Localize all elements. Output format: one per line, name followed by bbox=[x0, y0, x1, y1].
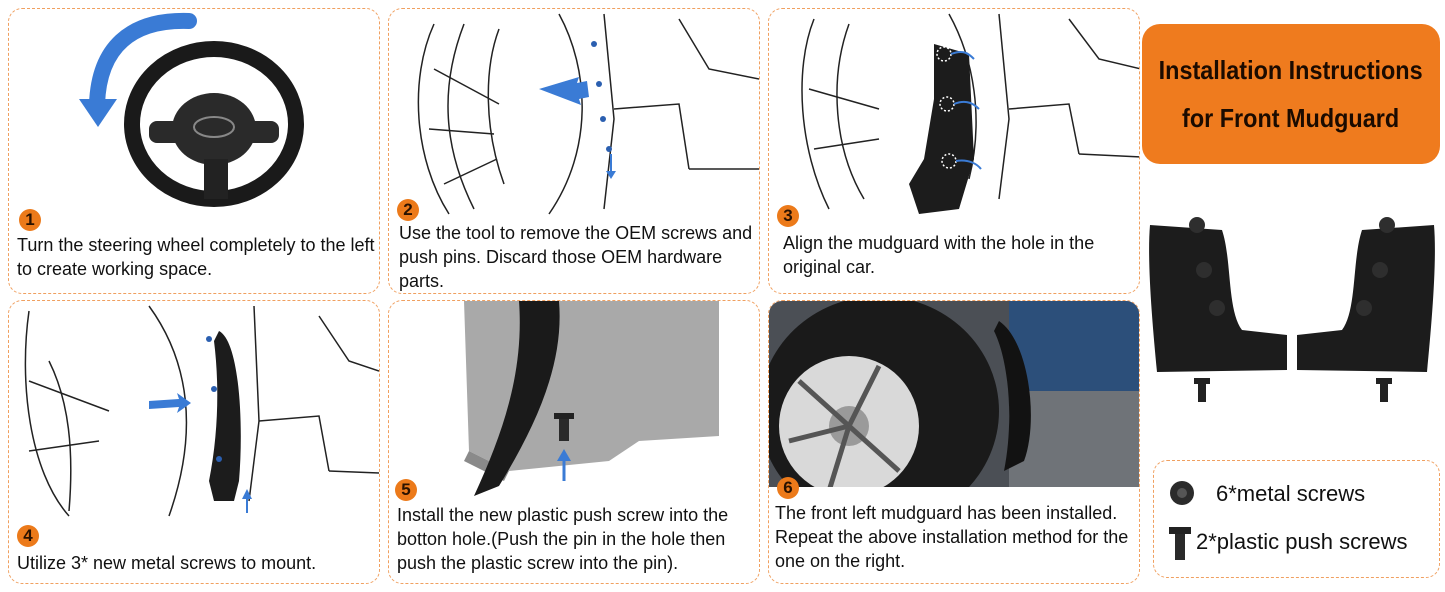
step-5-number: 5 bbox=[395, 479, 417, 501]
step-4-panel: 4 Utilize 3* new metal screws to mount. bbox=[8, 300, 380, 584]
title-banner: Installation Instructions for Front Mudg… bbox=[1142, 24, 1440, 164]
step-2-number: 2 bbox=[397, 199, 419, 221]
step-3-text: Align the mudguard with the hole in the … bbox=[783, 233, 1095, 277]
plastic-push-screw-icon bbox=[1169, 527, 1191, 560]
mudguard-product-image bbox=[1149, 217, 1435, 402]
step-1-text: Turn the steering wheel completely to th… bbox=[17, 235, 375, 279]
step-6-number: 6 bbox=[777, 477, 799, 499]
metal-screw-icon bbox=[1170, 481, 1194, 505]
metal-screw-group bbox=[1189, 217, 1395, 316]
hardware-legend: 6*metal screws 2*plastic push screws bbox=[1153, 460, 1440, 578]
step-2-text: Use the tool to remove the OEM screws an… bbox=[399, 223, 753, 291]
step-5-text: Install the new plastic push screw into … bbox=[397, 505, 729, 573]
step-3-panel: 3 Align the mudguard with the hole in th… bbox=[768, 8, 1140, 294]
step-4-number: 4 bbox=[17, 525, 39, 547]
align-mudguard-illustration bbox=[801, 13, 1139, 214]
push-screw-install-illustration bbox=[464, 301, 719, 496]
steering-wheel-illustration bbox=[79, 12, 304, 207]
title-line-2: for Front Mudguard bbox=[1182, 103, 1400, 133]
step-3-number: 3 bbox=[777, 205, 799, 227]
wheel-arch-remove-illustration bbox=[417, 13, 759, 215]
metal-screws-label: 6*metal screws bbox=[1216, 481, 1366, 506]
step-4-text: Utilize 3* new metal screws to mount. bbox=[17, 553, 317, 573]
step-2-panel: 2 Use the tool to remove the OEM screws … bbox=[388, 8, 760, 294]
installed-mudguard-photo bbox=[769, 301, 1139, 487]
step-6-panel: 6 The front left mudguard has been insta… bbox=[768, 300, 1140, 584]
mount-metal-screws-illustration bbox=[24, 305, 379, 517]
step-1-panel: 1 Turn the steering wheel completely to … bbox=[8, 8, 380, 294]
step-1-number: 1 bbox=[19, 209, 41, 231]
step-6-text: The front left mudguard has been install… bbox=[775, 503, 1129, 571]
title-line-1: Installation Instructions bbox=[1159, 55, 1423, 85]
plastic-push-screws-label: 2*plastic push screws bbox=[1196, 529, 1408, 554]
step-5-panel: 5 Install the new plastic push screw int… bbox=[388, 300, 760, 584]
